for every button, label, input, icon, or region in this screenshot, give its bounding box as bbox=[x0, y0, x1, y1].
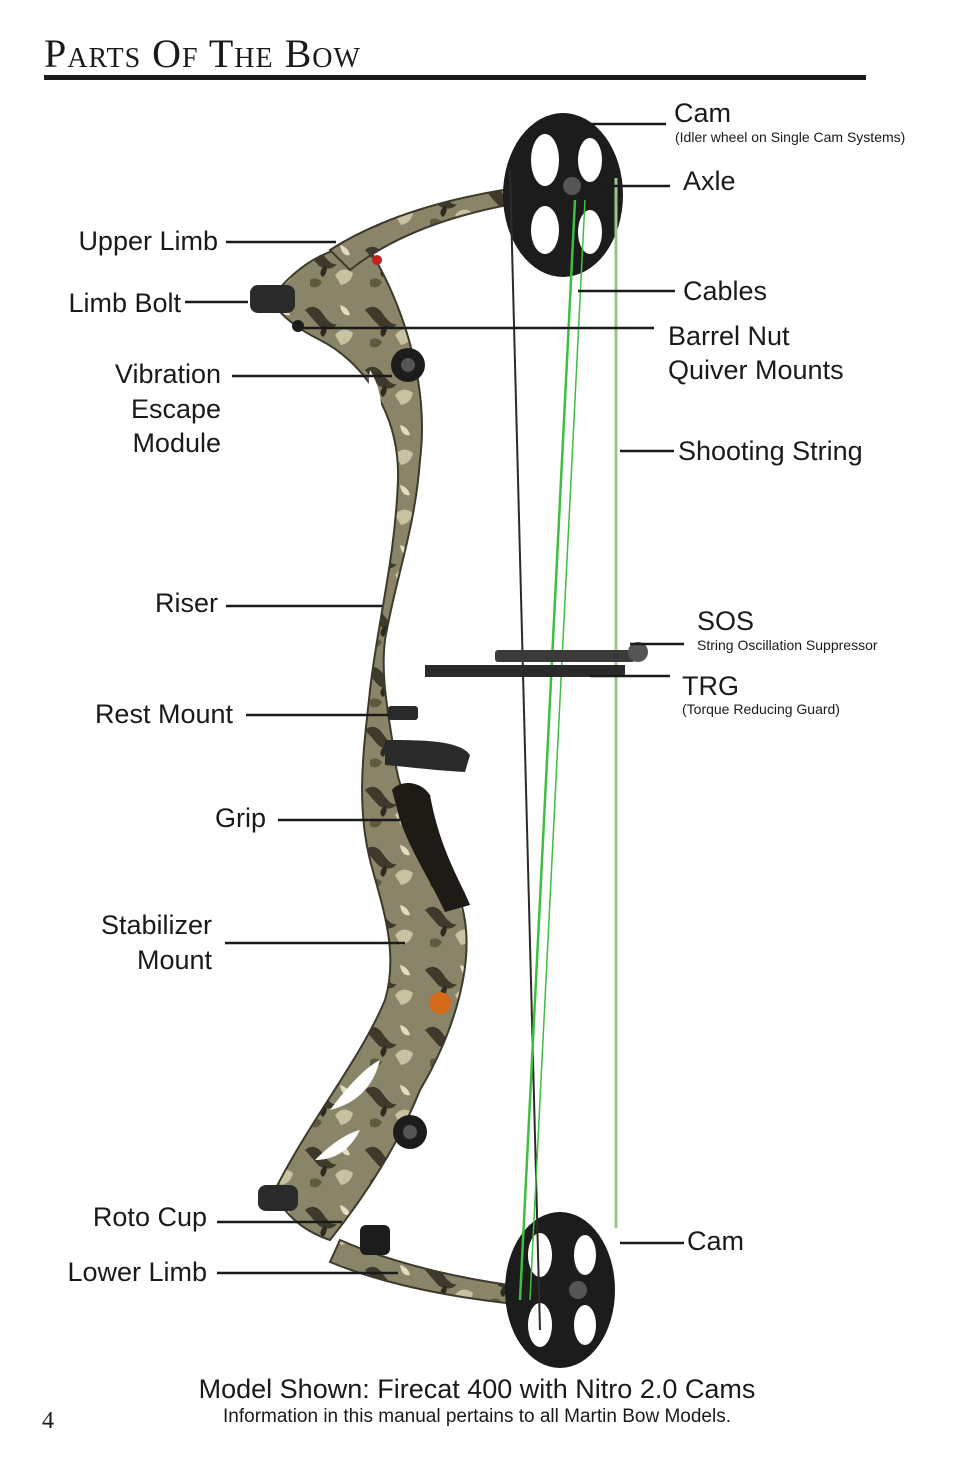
figure-caption-note: Information in this manual pertains to a… bbox=[223, 1406, 731, 1427]
grip-shape bbox=[392, 783, 470, 912]
label-lower-limb: Lower Limb bbox=[67, 1257, 207, 1287]
label-trg-note: (Torque Reducing Guard) bbox=[682, 701, 840, 717]
page-number: 4 bbox=[42, 1408, 54, 1434]
label-barrel-nut-2: Quiver Mounts bbox=[668, 355, 844, 385]
label-cam-top: Cam bbox=[674, 98, 732, 128]
page-title: Parts Of The Bow bbox=[44, 31, 361, 76]
label-shooting-string: Shooting String bbox=[678, 436, 863, 466]
label-stabilizer-1: Stabilizer bbox=[100, 910, 212, 940]
strings bbox=[509, 169, 618, 1331]
label-barrel-nut-1: Barrel Nut bbox=[668, 321, 790, 351]
roto-cup-shape bbox=[258, 1185, 298, 1211]
axle-shape bbox=[563, 177, 581, 195]
title-rule bbox=[44, 75, 866, 80]
label-roto-cup: Roto Cup bbox=[92, 1202, 207, 1232]
bow-body bbox=[250, 176, 611, 1312]
label-rest-mount: Rest Mount bbox=[94, 699, 233, 729]
label-stabilizer-2: Mount bbox=[136, 945, 212, 975]
label-vibration-2: Escape bbox=[130, 394, 221, 424]
label-sos-note: String Oscillation Suppressor bbox=[697, 637, 878, 653]
label-grip: Grip bbox=[214, 803, 266, 833]
figure-caption: Model Shown: Firecat 400 with Nitro 2.0 … bbox=[198, 1374, 756, 1404]
leader-lines bbox=[185, 122, 684, 1275]
trg-sos-assembly bbox=[425, 642, 648, 677]
top-cam bbox=[503, 113, 623, 277]
label-limb-bolt: Limb Bolt bbox=[68, 288, 181, 318]
label-trg: TRG bbox=[682, 671, 739, 701]
label-upper-limb: Upper Limb bbox=[78, 226, 218, 256]
label-vibration-1: Vibration bbox=[114, 359, 221, 389]
label-cam-top-note: (Idler wheel on Single Cam Systems) bbox=[675, 129, 906, 145]
label-axle: Axle bbox=[683, 166, 736, 196]
label-sos: SOS bbox=[697, 606, 755, 636]
barrel-nut bbox=[292, 320, 304, 332]
label-vibration-3: Module bbox=[132, 428, 221, 458]
label-cables: Cables bbox=[683, 276, 768, 306]
riser-shape bbox=[268, 246, 468, 1242]
limb-bolt-pocket bbox=[250, 285, 295, 313]
label-cam-bottom: Cam bbox=[687, 1226, 745, 1256]
label-riser: Riser bbox=[154, 588, 218, 618]
